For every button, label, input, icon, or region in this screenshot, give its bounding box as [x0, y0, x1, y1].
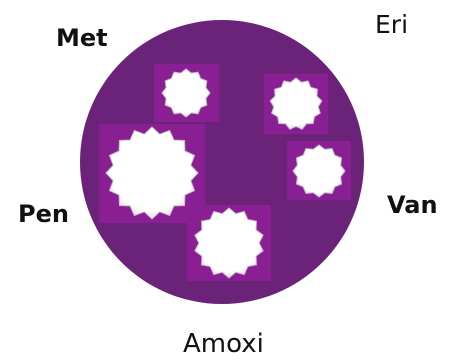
- label-pen: Pen: [18, 202, 69, 226]
- antibiotic-disc-amoxi: [187, 205, 271, 281]
- antibiotic-disc-met: [154, 64, 219, 122]
- label-amoxi: Amoxi: [183, 331, 264, 357]
- label-van: Van: [387, 193, 438, 217]
- antibiotic-disc-eri: [264, 74, 328, 134]
- antibiotic-disc-van: [287, 141, 351, 200]
- label-met: Met: [56, 26, 108, 50]
- inhibition-zone: [106, 127, 198, 219]
- label-eri: Eri: [375, 12, 408, 37]
